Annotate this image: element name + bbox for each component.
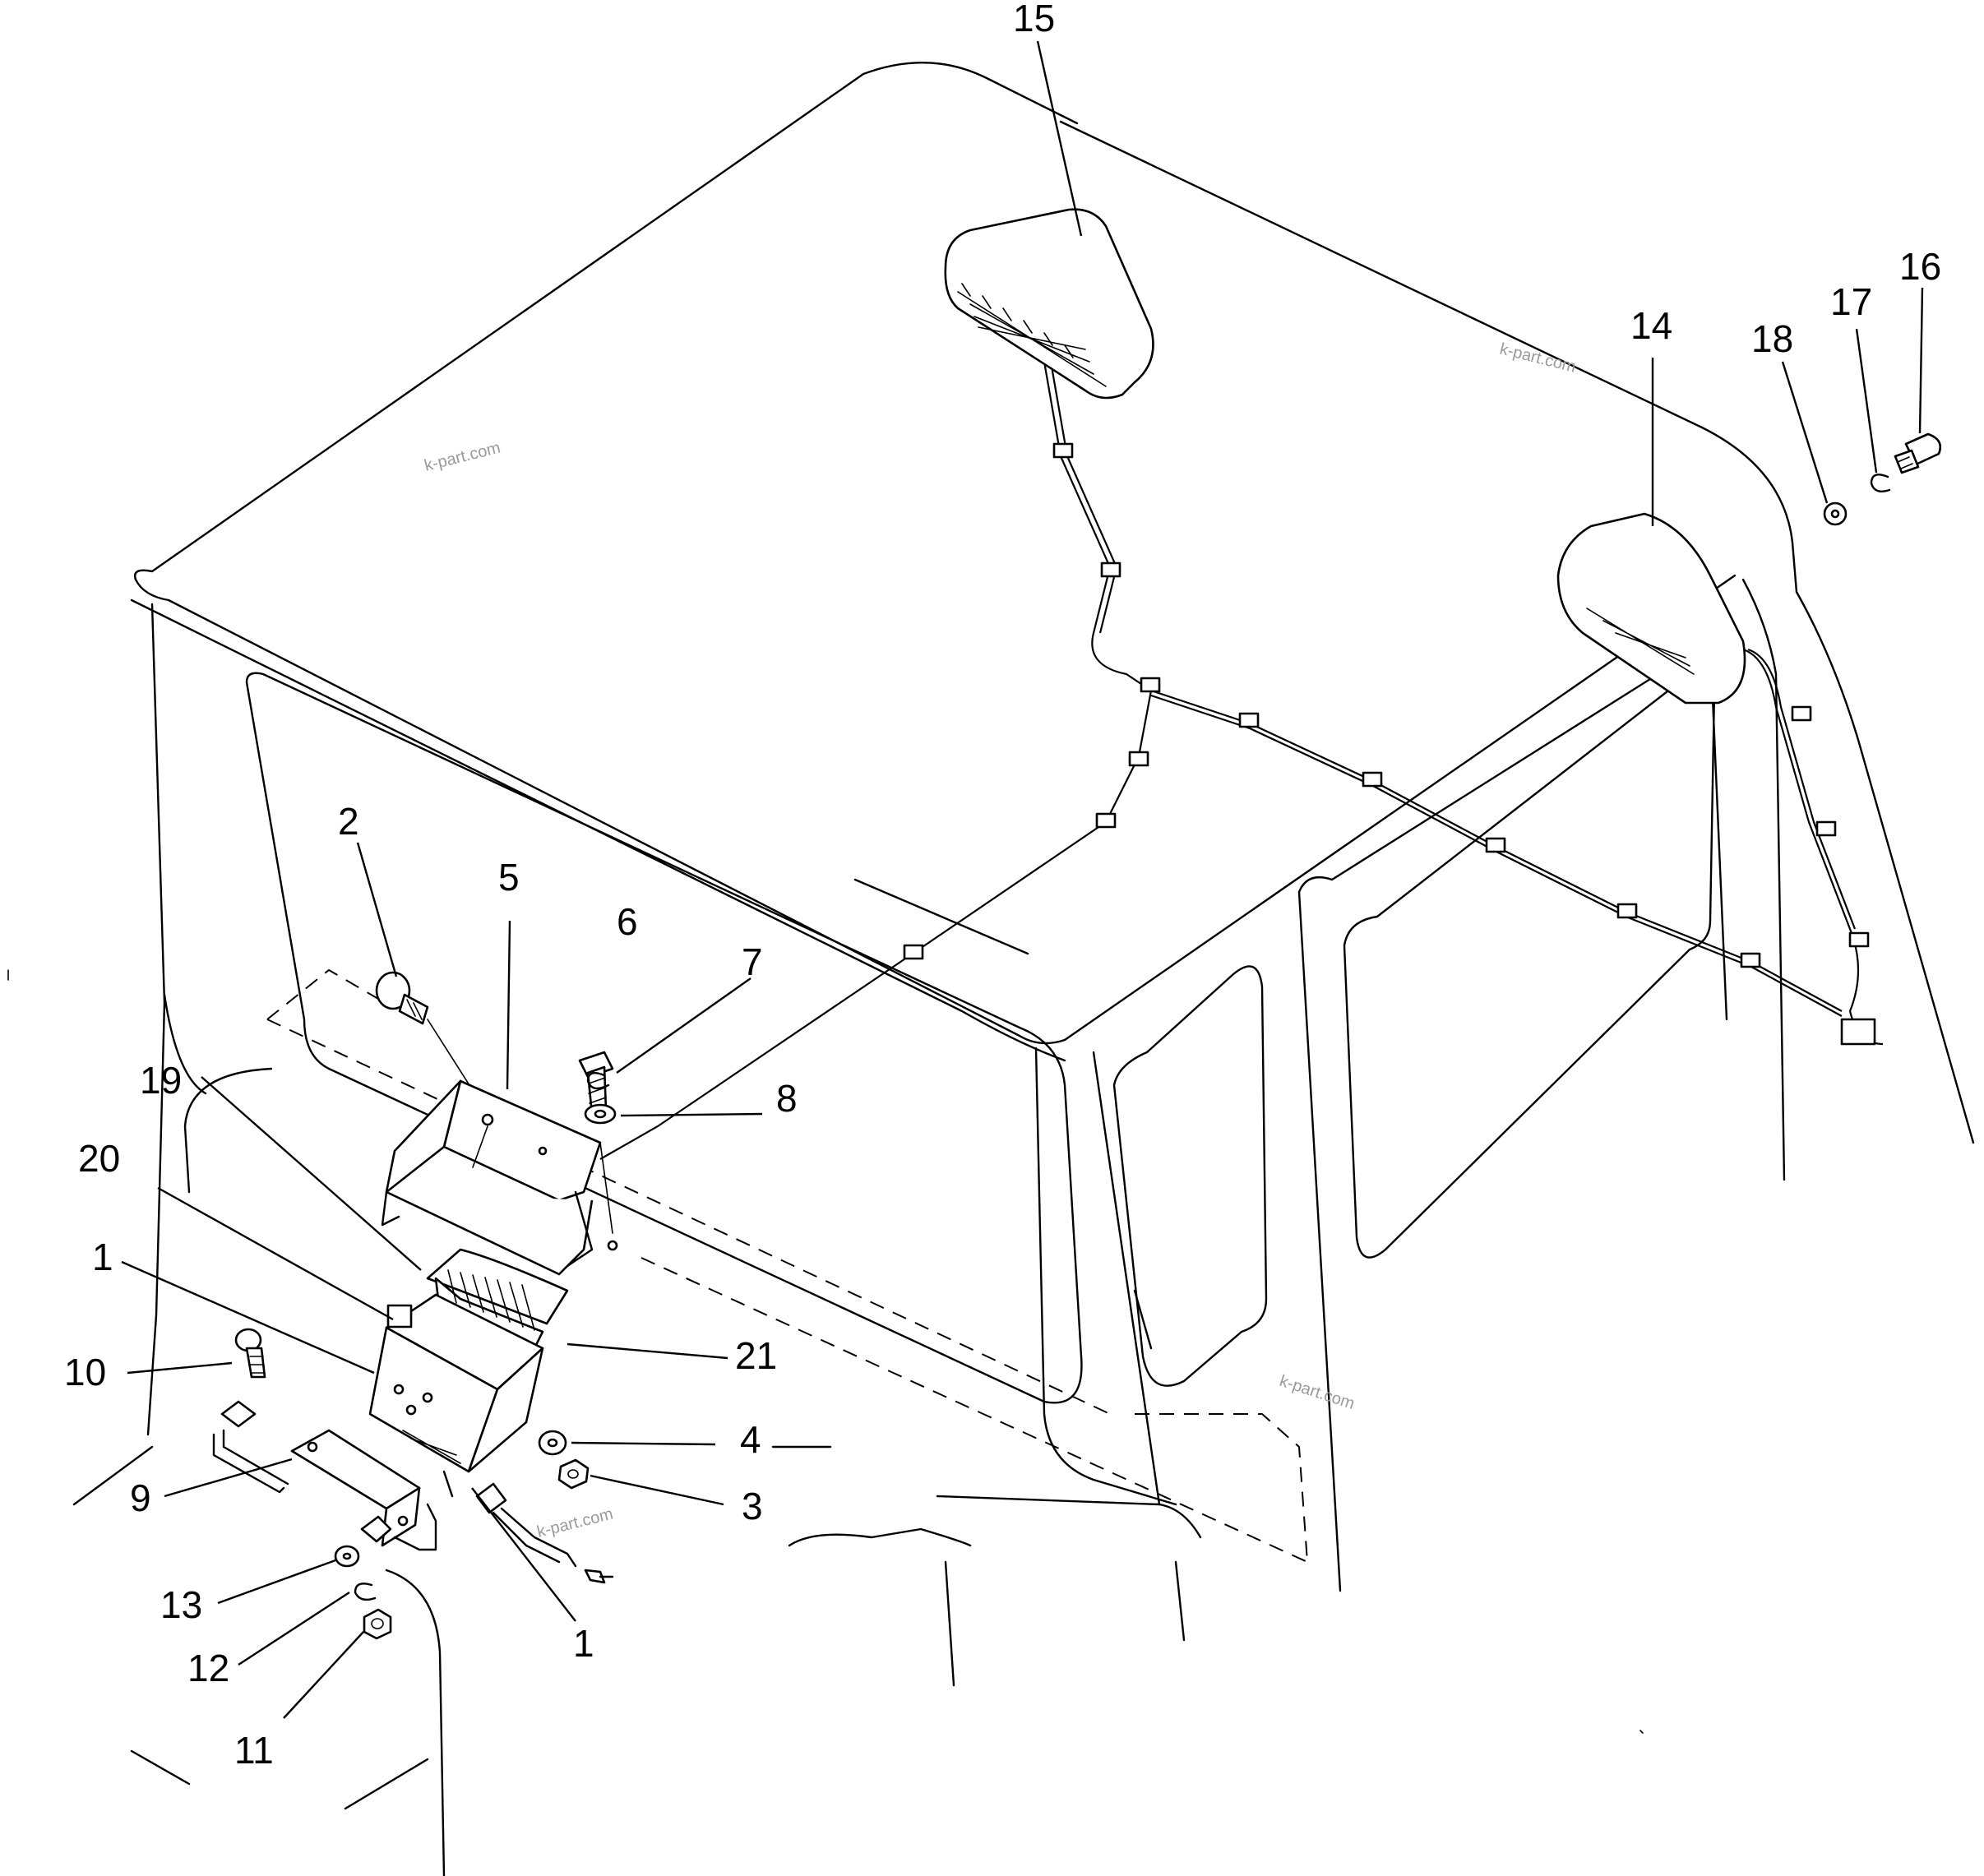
callout-numbers: 15 14 18 17 16 2 5 6 7 8 19 20 1 10 9 21…: [64, 0, 1941, 1772]
callout-3: 3: [742, 1485, 763, 1527]
washer-4: [538, 1430, 567, 1456]
callout-17: 17: [1830, 280, 1872, 323]
cab-roof: [130, 61, 1798, 1062]
callout-16: 16: [1899, 245, 1941, 288]
switch-box-1: [368, 1293, 544, 1473]
nut-3: [557, 1458, 590, 1490]
callout-20: 20: [78, 1137, 120, 1180]
watermark-3: k-part.com: [1277, 1372, 1357, 1413]
callout-18: 18: [1751, 317, 1793, 360]
callout-5: 5: [498, 856, 520, 899]
callout-6: 6: [617, 900, 638, 943]
callout-1a: 1: [92, 1236, 113, 1278]
callout-1b: 1: [573, 1622, 594, 1665]
nut-11: [363, 1608, 392, 1640]
bracket-5: [381, 1079, 618, 1276]
callout-7: 7: [742, 940, 763, 983]
callout-4: 4: [740, 1418, 761, 1461]
washer-13: [334, 1545, 360, 1568]
rear-window: [245, 672, 1153, 1404]
callout-15: 15: [1013, 0, 1055, 39]
stray-mark-2: [1639, 1730, 1644, 1734]
wire-harness: [599, 361, 1884, 1160]
bolt-16: [1894, 432, 1942, 474]
callout-leaders: [121, 40, 1924, 1719]
cable-connectors: [212, 1400, 614, 1584]
watermark-2: k-part.com: [1498, 340, 1578, 377]
lock-washer-12: [354, 1583, 377, 1601]
callout-13: 13: [160, 1583, 202, 1626]
hidden-lines: [266, 968, 1308, 1563]
bracket-9: [290, 1429, 421, 1547]
watermark-1: k-part.com: [423, 439, 502, 475]
callout-11: 11: [234, 1729, 274, 1772]
front-work-lamp: [1556, 512, 1746, 705]
callout-21: 21: [735, 1334, 777, 1377]
callout-2: 2: [338, 800, 359, 843]
callout-19: 19: [140, 1059, 182, 1102]
lock-washer-17: [1870, 474, 1891, 492]
side-window-large: [1343, 668, 1716, 1259]
watermarks: k-part.com k-part.com k-part.com k-part.…: [423, 340, 1578, 1541]
rear-work-lamp: [944, 208, 1154, 400]
side-window-small: [1112, 965, 1268, 1387]
washer-8: [584, 1103, 617, 1125]
washer-18: [1823, 501, 1848, 526]
callout-8: 8: [776, 1077, 798, 1120]
lock-washer-7-shape: [586, 1072, 610, 1090]
callout-10: 10: [64, 1351, 106, 1393]
watermark-4: k-part.com: [535, 1505, 615, 1541]
bolt-10: [234, 1328, 266, 1379]
wire-clips: [903, 442, 1876, 1046]
cab-body: [72, 578, 1975, 1876]
callout-12: 12: [187, 1647, 229, 1689]
callout-14: 14: [1630, 304, 1672, 347]
callout-9: 9: [130, 1476, 151, 1519]
bolt-2: [375, 971, 486, 1111]
